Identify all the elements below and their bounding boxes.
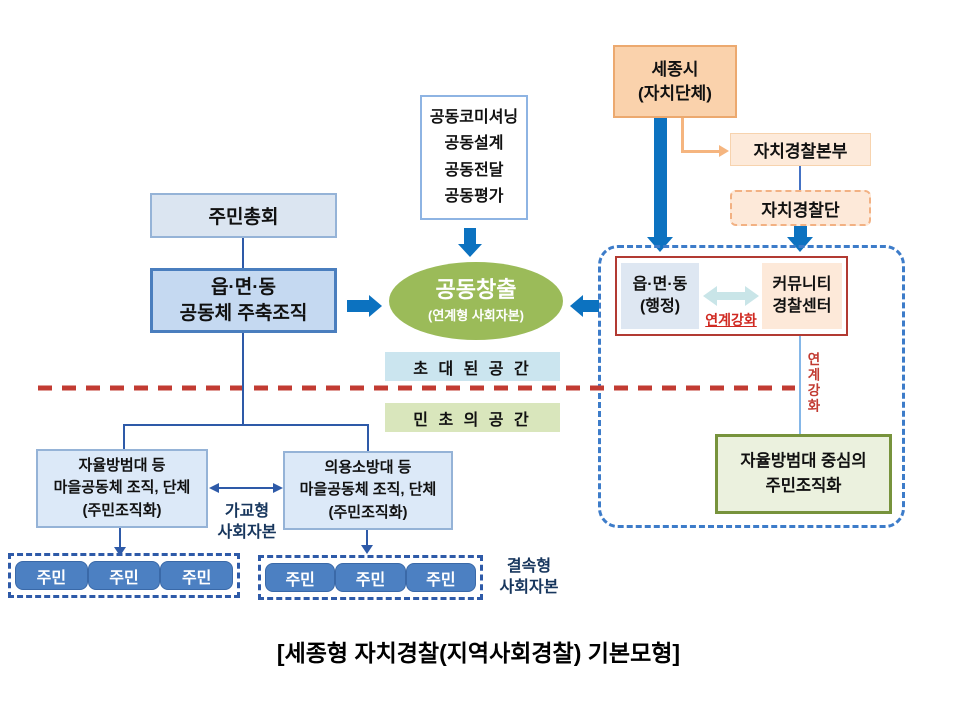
double-arrow-cyan-icon <box>703 286 759 306</box>
resident-pill: 주민 <box>265 563 336 592</box>
node-emd-admin: 읍·면·동 (행정) <box>621 263 699 329</box>
connector-org-down <box>242 333 244 426</box>
resident-pill: 주민 <box>87 561 161 590</box>
resident-group-1: 주민 주민 주민 <box>8 553 240 598</box>
diagram-caption: [세종형 자치경찰(지역사회경찰) 기본모형] <box>276 640 681 666</box>
arrow-cocom-down <box>464 228 476 245</box>
arrow-orange-head <box>719 145 729 157</box>
node-volunteer-fire-org: 의용소방대 등 마을공동체 조직, 단체 (주민조직화) <box>283 451 453 530</box>
node-autonomous-police-corps: 자치경찰단 <box>730 190 871 226</box>
arrow-corps-down-head <box>787 237 813 252</box>
co-creation-subtitle: (연계형 사회자본) <box>428 307 524 323</box>
arrow-sejong-down <box>654 118 667 238</box>
node-autonomous-police-hq: 자치경찰본부 <box>730 133 871 166</box>
connector-center-to-org <box>799 336 801 434</box>
connector-hq-corps <box>799 166 801 190</box>
co-creation-title: 공동창출 <box>435 277 517 303</box>
label-bonding-social-capital: 결속형 사회자본 <box>499 558 559 596</box>
label-link-strengthening-horizontal: 연계강화 <box>705 312 757 328</box>
node-sejong-city: 세종시 (자치단체) <box>613 45 737 118</box>
arrow-into-ellipse-right-head <box>570 295 583 317</box>
node-community-police-center: 커뮤니티 경찰센터 <box>762 263 842 329</box>
connector-branch-horizontal <box>123 424 369 426</box>
arrow-left-box-down-shaft <box>119 528 121 548</box>
connector-branch-right <box>367 424 369 451</box>
node-co-commissioning: 공동코미셔닝 공동설계 공동전달 공동평가 <box>420 95 528 220</box>
node-co-creation-ellipse: 공동창출 (연계형 사회자본) <box>389 262 563 340</box>
arrow-right-box-down-shaft <box>366 530 368 546</box>
arrow-into-ellipse-left-head <box>369 295 382 317</box>
connector-branch-left <box>123 424 125 449</box>
red-dashed-divider <box>38 385 795 391</box>
resident-pill: 주민 <box>405 563 476 592</box>
node-resident-organizing: 자율방범대 중심의 주민조직화 <box>715 434 892 514</box>
label-link-strengthening-vertical: 연계강화 <box>805 352 820 414</box>
resident-pill: 주민 <box>15 561 88 590</box>
label-invited-space: 초 대 된 공 간 <box>385 352 560 381</box>
arrow-cocom-down-head <box>458 244 482 257</box>
arrow-into-ellipse-right-shaft <box>583 300 599 312</box>
label-grassroots-space: 민 초 의 공 간 <box>385 403 560 432</box>
resident-pill: 주민 <box>160 561 234 590</box>
connector-orange-elbow-v <box>681 118 684 153</box>
resident-pill: 주민 <box>335 563 406 592</box>
resident-group-2: 주민 주민 주민 <box>258 555 483 600</box>
node-emd-community-org: 읍·면·동 공동체 주축조직 <box>150 268 337 333</box>
node-residents-assembly: 주민총회 <box>150 193 337 238</box>
arrow-corps-down <box>794 226 807 238</box>
arrow-right-box-down-head <box>361 545 373 554</box>
arrow-into-ellipse-left-shaft <box>347 300 370 312</box>
connector-assembly-org <box>242 238 244 268</box>
node-crime-watch-org: 자율방범대 등 마을공동체 조직, 단체 (주민조직화) <box>36 449 208 528</box>
double-arrow-orgs-icon <box>209 483 283 493</box>
label-bridging-social-capital: 가교형 사회자본 <box>217 503 277 541</box>
arrow-sejong-down-head <box>647 237 673 252</box>
connector-orange-elbow-h <box>681 150 720 153</box>
arrow-left-box-down-head <box>114 547 126 556</box>
